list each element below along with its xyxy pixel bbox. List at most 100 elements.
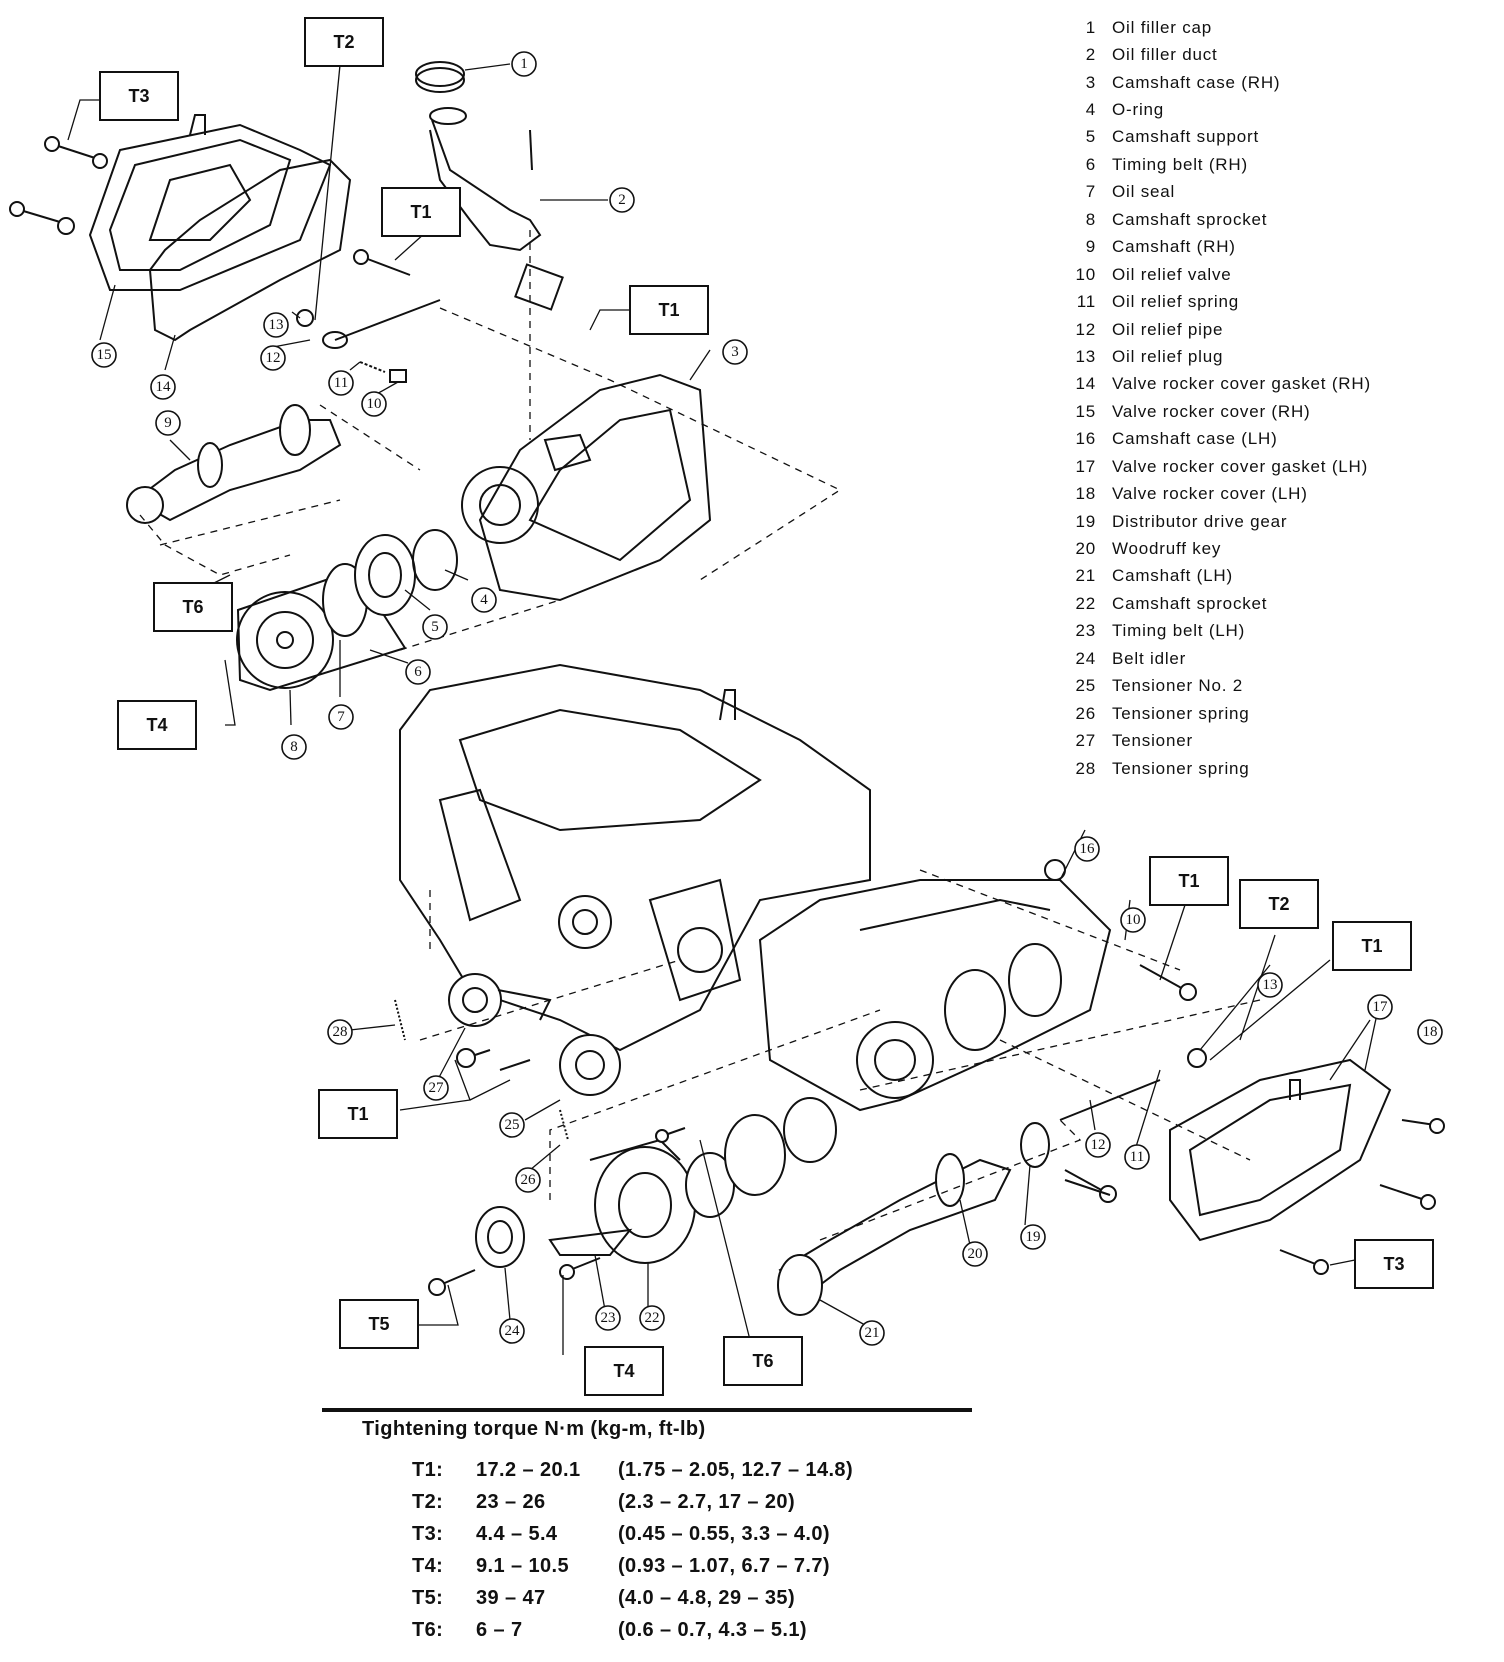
camshaft-case-lh <box>758 879 1112 1112</box>
torque-alt-units: (0.6 – 0.7, 4.3 – 5.1) <box>618 1618 807 1641</box>
svg-text:23: 23 <box>601 1310 616 1326</box>
legend-part-name: Camshaft (LH) <box>1112 566 1233 586</box>
legend-part-name: Oil seal <box>1112 182 1176 202</box>
legend-part-name: Camshaft support <box>1112 127 1259 147</box>
svg-text:T1: T1 <box>347 1104 368 1124</box>
belt-idler <box>475 1206 525 1268</box>
callout-25: 25 <box>499 1112 525 1138</box>
legend-part-name: Camshaft case (RH) <box>1112 72 1281 92</box>
svg-text:T6: T6 <box>752 1351 773 1371</box>
legend-number: 28 <box>1075 758 1096 778</box>
legend-part-name: Camshaft (RH) <box>1112 237 1236 257</box>
svg-text:13: 13 <box>1263 977 1278 993</box>
callout-21: 21 <box>859 1320 885 1346</box>
svg-text:9: 9 <box>164 415 172 431</box>
torque-box-t3-upper: T3 <box>99 71 179 121</box>
callout-13-lh: 13 <box>1257 972 1283 998</box>
legend-number: 27 <box>1075 731 1096 751</box>
valve-rocker-cover-rh <box>88 114 332 291</box>
legend-row: 4 O-ring <box>1060 96 1500 123</box>
torque-nm: 4.4 – 5.4 <box>476 1522 558 1545</box>
svg-text:21: 21 <box>865 1325 880 1341</box>
torque-alt-units: (2.3 – 2.7, 17 – 20) <box>618 1490 796 1513</box>
camshaft-sprocket-rh <box>236 591 334 689</box>
legend-number: 15 <box>1075 401 1096 421</box>
svg-text:26: 26 <box>521 1172 537 1188</box>
legend-row: 24 Belt idler <box>1060 645 1500 672</box>
legend-row: 21 Camshaft (LH) <box>1060 563 1500 590</box>
legend-part-name: Belt idler <box>1112 648 1187 668</box>
camshaft-rh <box>126 404 342 524</box>
callout-6: 6 <box>405 659 431 685</box>
tensioner-no-2 <box>559 1034 621 1096</box>
bolts-rh-cover <box>9 136 411 276</box>
callout-5: 5 <box>422 614 448 640</box>
oil-seal-and-support-lh <box>685 1097 837 1218</box>
torque-row: T4:9.1 – 10.5(0.93 – 1.07, 6.7 – 7.7) <box>362 1550 1002 1582</box>
svg-text:T6: T6 <box>182 597 203 617</box>
legend-number: 9 <box>1085 237 1096 257</box>
legend-number: 24 <box>1075 648 1096 668</box>
svg-text:1: 1 <box>520 56 528 72</box>
callout-17: 17 <box>1367 994 1393 1020</box>
svg-text:22: 22 <box>645 1310 660 1326</box>
torque-alt-units: (0.93 – 1.07, 6.7 – 7.7) <box>618 1554 830 1577</box>
torque-code: T1: <box>412 1458 444 1481</box>
legend-number: 12 <box>1075 319 1096 339</box>
legend-number: 21 <box>1075 566 1096 586</box>
callout-8: 8 <box>281 734 307 760</box>
legend-part-name: Oil filler duct <box>1112 45 1218 65</box>
callout-11-lh: 11 <box>1124 1144 1150 1170</box>
legend-part-name: Oil relief spring <box>1112 292 1239 312</box>
svg-text:2: 2 <box>618 192 626 208</box>
legend-part-name: O-ring <box>1112 100 1165 120</box>
legend-number: 4 <box>1085 100 1096 120</box>
torque-box-t2-upper: T2 <box>304 17 384 67</box>
legend-part-name: Tensioner spring <box>1112 703 1250 723</box>
svg-text:T2: T2 <box>1268 894 1289 914</box>
svg-text:28: 28 <box>333 1024 348 1040</box>
oil-seal-and-support-rh <box>322 529 458 637</box>
callout-3: 3 <box>722 339 748 365</box>
svg-text:15: 15 <box>97 347 112 363</box>
callout-19: 19 <box>1020 1224 1046 1250</box>
legend-number: 23 <box>1075 621 1096 641</box>
legend-part-name: Timing belt (LH) <box>1112 621 1246 641</box>
callout-24: 24 <box>499 1318 525 1344</box>
svg-text:7: 7 <box>337 709 345 725</box>
legend-number: 11 <box>1076 292 1096 312</box>
torque-alt-units: (4.0 – 4.8, 29 – 35) <box>618 1586 796 1609</box>
callout-18: 18 <box>1417 1019 1443 1045</box>
svg-text:10: 10 <box>367 396 382 412</box>
torque-box-t1-upper-right: T1 <box>629 285 709 335</box>
torque-row: T6:6 – 7(0.6 – 0.7, 4.3 – 5.1) <box>362 1614 1002 1646</box>
legend-number: 20 <box>1075 539 1096 559</box>
svg-text:14: 14 <box>156 379 172 395</box>
torque-row: T5:39 – 47(4.0 – 4.8, 29 – 35) <box>362 1582 1002 1614</box>
callout-14: 14 <box>150 374 176 400</box>
legend-part-name: Timing belt (RH) <box>1112 154 1248 174</box>
torque-box-t4-lower: T4 <box>584 1346 664 1396</box>
legend-number: 16 <box>1075 429 1096 449</box>
svg-text:16: 16 <box>1080 841 1096 857</box>
torque-box-t3-lower: T3 <box>1354 1239 1434 1289</box>
svg-text:5: 5 <box>431 619 439 635</box>
tensioner-spring-26 <box>559 1109 569 1141</box>
legend-part-name: Tensioner spring <box>1112 758 1250 778</box>
timing-belt-lh <box>548 1228 633 1256</box>
legend-row: 7 Oil seal <box>1060 179 1500 206</box>
torque-row: T2:23 – 26(2.3 – 2.7, 17 – 20) <box>362 1486 1002 1518</box>
legend-part-name: Camshaft sprocket <box>1112 209 1268 229</box>
oil-filler-cap <box>415 61 465 93</box>
legend-part-name: Oil relief pipe <box>1112 319 1224 339</box>
legend-number: 7 <box>1085 182 1096 202</box>
svg-text:18: 18 <box>1423 1024 1438 1040</box>
callout-7: 7 <box>328 704 354 730</box>
legend-number: 10 <box>1075 264 1096 284</box>
